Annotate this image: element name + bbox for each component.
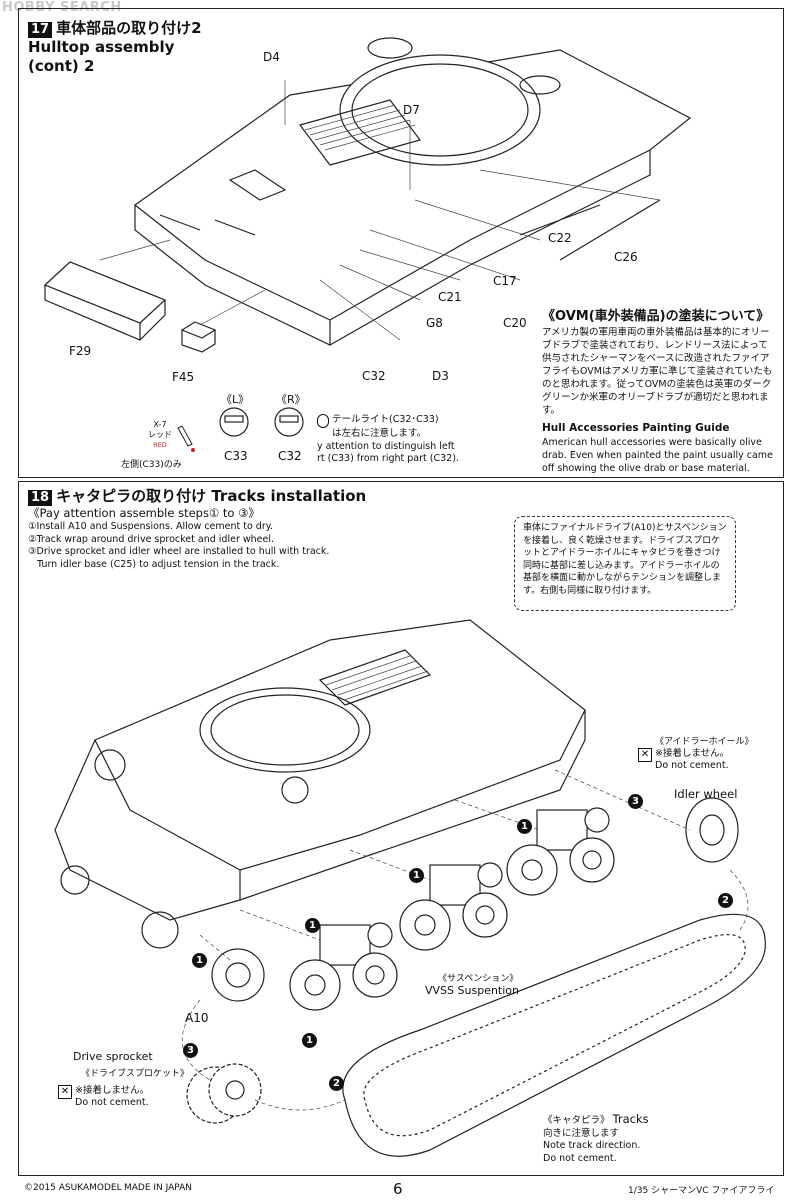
idler-wheel-drawing [685,797,739,863]
paint-code: X-7 [153,420,167,429]
footer-made-in: MADE IN JAPAN [124,1183,193,1193]
tracks-label: 《キャタピラ》 Tracks 向きに注意します Note track direc… [543,1113,649,1165]
drive-sprocket-drawing [186,1063,262,1124]
part-label-f45: F45 [172,370,195,384]
part-label-c21: C21 [438,290,462,304]
step-marker-2: 2 [718,893,733,908]
ovm-title: 《OVM(車外装備品)の塗装について》 [542,309,770,324]
vvss-suspension-drawings [289,807,615,1011]
steps-instructions: ①Install A10 and Suspensions. Allow ceme… [28,521,330,570]
taillight-note-en-1: y attention to distinguish left [317,440,455,452]
step-marker-1: 1 [409,868,424,883]
ovm-title-en: Hull Accessories Painting Guide [542,422,730,434]
part-label-c20: C20 [503,316,527,330]
step-marker-3: 3 [628,794,643,809]
step-marker-1: 1 [517,819,532,834]
tracks-en-label: Tracks [612,1112,649,1126]
idler-no-cement: ✕※接着しません。Do not cement. [638,748,729,772]
part-label-a10: A10 [185,1011,209,1025]
step-17-panel [18,8,784,478]
part-f45-drawing [180,321,217,353]
tracks-note-en-2: Do not cement. [543,1152,617,1164]
paint-name-en: RED [153,441,167,449]
suspension-en-label: VVSS Suspention [425,984,519,997]
step-18-title-en: Tracks installation [211,487,367,505]
sprocket-no-cement: ✕※接着しません。Do not cement. [58,1085,149,1109]
step-17-title-en-1: Hulltop assembly [28,38,175,56]
ovm-body-jp: アメリカ製の軍用車両の車外装備品は基本的にオリーブドラブで塗装されており、レンド… [542,327,773,416]
step-marker-3: 3 [183,1043,198,1058]
sprocket-en-label: Drive sprocket [73,1050,153,1063]
sprocket-jp-label: 《ドライブスプロケット》 [81,1069,190,1079]
taillight-note-jp-1: テールライト(C32･C33) [317,414,459,428]
taillight-note-jp-2: は左右に注意します。 [332,428,427,439]
step-17-number: 17 [28,22,53,38]
part-label-c26: C26 [614,250,638,264]
part-a10-drawing [211,948,265,1002]
idler-jp-label: 《アイドラーホイール》 [655,737,754,747]
taillight-left-only: 左側(C33)のみ [121,460,182,470]
sprocket-no-cement-en: Do not cement. [75,1097,149,1108]
footer-copyright: ©2015 ASUKAMODEL [24,1183,122,1193]
hull-top-drawing [133,37,692,346]
part-label-d4: D4 [263,50,280,64]
idler-no-cement-jp: ※接着しません。 [655,748,730,759]
idler-wheel-label: Idler wheel [674,787,738,801]
steps-heading: 《Pay attention assemble steps① to ③》 [28,506,260,520]
step-17-title-jp: 車体部品の取り付け2 [56,19,202,37]
page-number: 6 [393,1180,403,1198]
tracks-note-en-1: Note track direction. [543,1140,641,1151]
no-cement-x-icon: ✕ [638,748,652,762]
taillight-right-label: 《R》 [276,393,306,406]
track-loop-drawing [342,913,766,1157]
taillight-left-part: C33 [224,449,248,463]
sprocket-no-cement-jp: ※接着しません。 [75,1085,150,1096]
step-18-title-jp: キャタピラの取り付け [56,487,207,505]
watermark-logo: HOBBY SEARCH [2,0,122,15]
jp-instruction-text: 車体にファイナルドライブ(A10)とサスペンションを接着し、良く乾燥させます。ド… [523,523,727,596]
part-label-d3: D3 [432,369,449,383]
idler-no-cement-en: Do not cement. [655,760,729,771]
step-18-panel [18,481,784,1176]
step-marker-2: 2 [329,1076,344,1091]
step-18-number: 18 [28,490,53,506]
part-label-f29: F29 [69,344,92,358]
part-label-c17: C17 [493,274,517,288]
tracks-jp-label: 《キャタピラ》 [543,1115,610,1126]
no-cement-x-icon: ✕ [58,1085,72,1099]
part-label-c22: C22 [548,231,572,245]
taillight-note-en-2: rt (C33) from right part (C32). [317,453,459,464]
jp-instruction-box: 車体にファイナルドライブ(A10)とサスペンションを接着し、良く乾燥させます。ド… [514,516,736,611]
paint-callout: X-7 レッド RED [148,420,172,450]
taillight-right-part: C32 [278,449,302,463]
part-label-g8: G8 [426,316,443,330]
step-marker-1: 1 [192,953,207,968]
step-marker-1: 1 [302,1033,317,1048]
step-17-title-en-2: (cont) 2 [28,57,95,75]
footer-product: 1/35 シャーマンVC ファイアフライ [628,1186,775,1196]
tracks-note-jp: 向きに注意します [543,1127,620,1139]
part-label-d7: D7 [403,103,420,117]
paint-name-jp: レッド [148,430,172,439]
taillight-note: テールライト(C32･C33) は左右に注意します。 y attention t… [317,414,459,466]
taillight-left-label: 《L》 [221,393,250,406]
part-f29-drawing [43,261,167,341]
part-label-c32: C32 [362,369,386,383]
ovm-body-en: American hull accessories were basically… [542,437,773,474]
suspension-jp-label: 《サスペンション》 [438,974,519,984]
step-marker-1: 1 [305,918,320,933]
hull-lower-drawing [54,619,586,949]
